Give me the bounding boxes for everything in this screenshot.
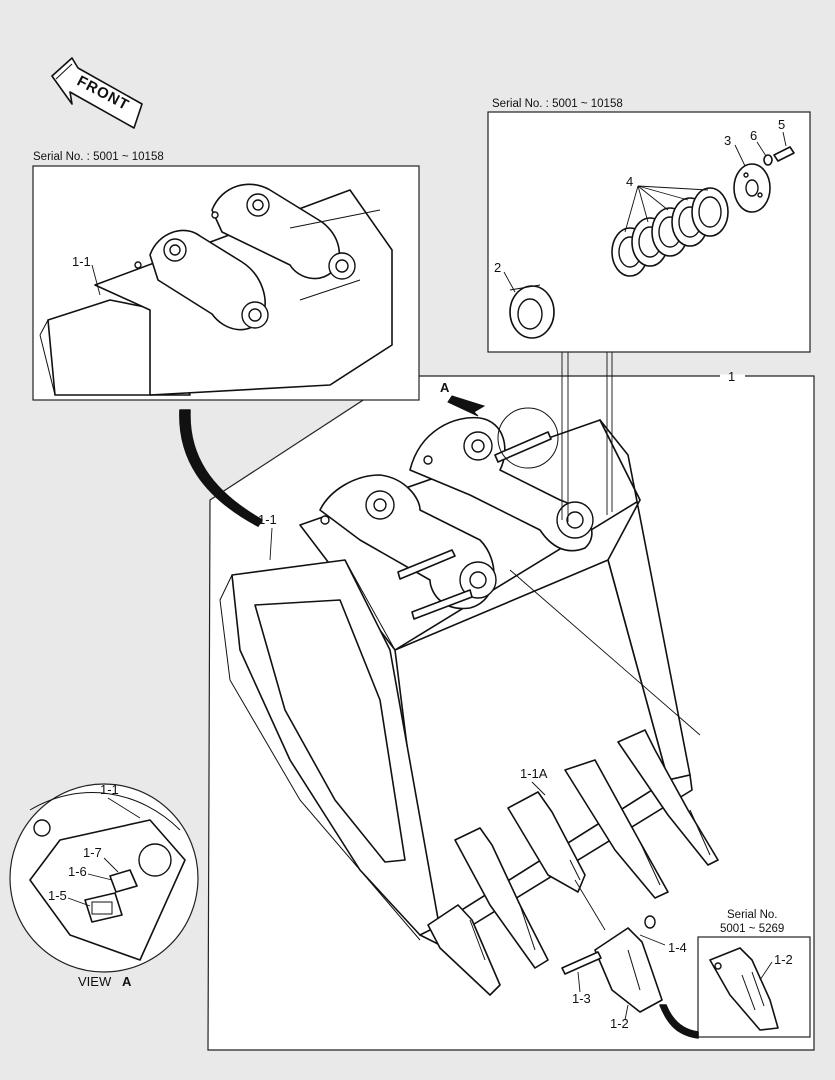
label-part-1-5: 1-5 [48, 888, 67, 903]
serial-top-left: Serial No. : 5001 ~ 10158 [33, 151, 164, 163]
label-part-1-4: 1-4 [668, 940, 687, 955]
bucket-teeth [427, 729, 719, 996]
inset-bottom-right: Serial No. 5001 ~ 5269 1-2 [659, 909, 811, 1039]
label-part-1-7: 1-7 [83, 845, 102, 860]
label-part-5: 5 [778, 117, 785, 132]
label-part-1: 1 [728, 369, 735, 384]
bucket-body: A [219, 265, 719, 996]
view-arrow-letter: A [440, 380, 450, 395]
view-label-letter: A [122, 974, 132, 989]
label-part-1-2-inset: 1-2 [774, 952, 793, 967]
serial-top-right: Serial No. : 5001 ~ 10158 [492, 98, 623, 110]
label-part-1-1-main: 1-1 [258, 512, 277, 527]
label-part-1-1a: 1-1A [520, 766, 548, 781]
label-part-1-6: 1-6 [68, 864, 87, 879]
serial-bottom-right-line1: Serial No. [727, 909, 778, 921]
label-part-1-3: 1-3 [572, 991, 591, 1006]
label-part-1-1-view: 1-1 [100, 782, 119, 797]
shim-stack [611, 187, 729, 277]
inset-top-right: Serial No. : 5001 ~ 10158 2 4 3 6 [487, 98, 811, 353]
label-part-4: 4 [626, 174, 633, 189]
label-part-6: 6 [750, 128, 757, 143]
label-part-1-2: 1-2 [610, 1016, 629, 1031]
tooth-exploded: 1-4 1-3 1-2 1-1A 1-1 [258, 512, 687, 1031]
serial-bottom-right-line2: 5001 ~ 5269 [720, 923, 784, 935]
label-part-1-1-inset: 1-1 [72, 254, 91, 269]
inset-top-left: Serial No. : 5001 ~ 10158 1-1 [32, 151, 420, 527]
view-label-prefix: VIEW [78, 974, 112, 989]
label-part-2: 2 [494, 260, 501, 275]
front-arrow: FRONT [51, 57, 143, 129]
label-part-3: 3 [724, 133, 731, 148]
view-a-detail: 1-1 1-7 1-6 1-5 VIEW A [9, 782, 199, 989]
